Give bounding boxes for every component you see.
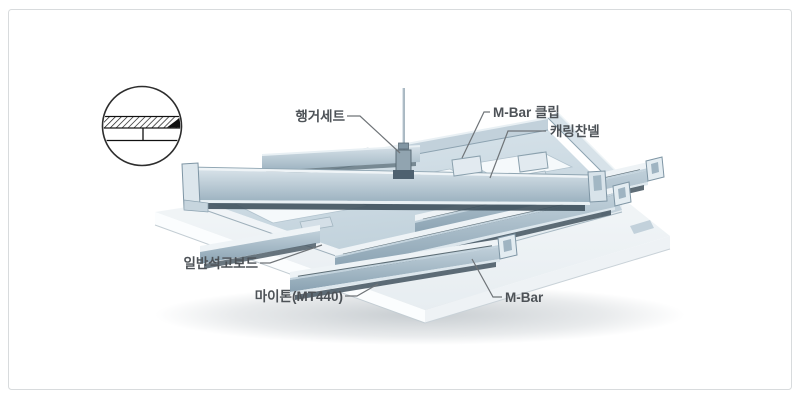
leader-carrying-channel [489, 130, 546, 179]
hanger-rod [402, 88, 405, 174]
mbar-0 [200, 225, 320, 269]
label-carrying-channel: 캐링찬넬 [550, 123, 600, 139]
assembly-3d-view [154, 88, 685, 345]
leader-lines [260, 111, 546, 298]
label-mbar-clip: M-Bar 클립 [493, 105, 560, 120]
leader-mbar [471, 258, 502, 298]
label-gypsum-board: 일반석고보드 [183, 255, 258, 271]
leader-mbar-clip [461, 111, 490, 159]
section-detail-icon [101, 85, 183, 167]
page-border [8, 9, 792, 390]
mbar-clip-left [451, 155, 483, 177]
hanger-clamp [393, 170, 414, 179]
label-hanger-set: 행거세트 [295, 109, 345, 124]
carrying-channel [181, 162, 608, 213]
labels: 행거세트 M-Bar 클립 캐링찬넬 일반석고보드 마이톤(MT440) M-B… [183, 105, 599, 305]
leader-miton [345, 283, 379, 297]
label-mbar: M-Bar [505, 290, 544, 305]
leader-gypsum-board [260, 244, 323, 264]
mbar-3 [290, 233, 518, 300]
mbar-clip-right [517, 151, 549, 173]
leader-hanger-set [347, 115, 401, 154]
mbar-clips [451, 151, 549, 177]
hanger-set [393, 88, 414, 179]
label-miton: 마이톤(MT440) [255, 288, 343, 304]
